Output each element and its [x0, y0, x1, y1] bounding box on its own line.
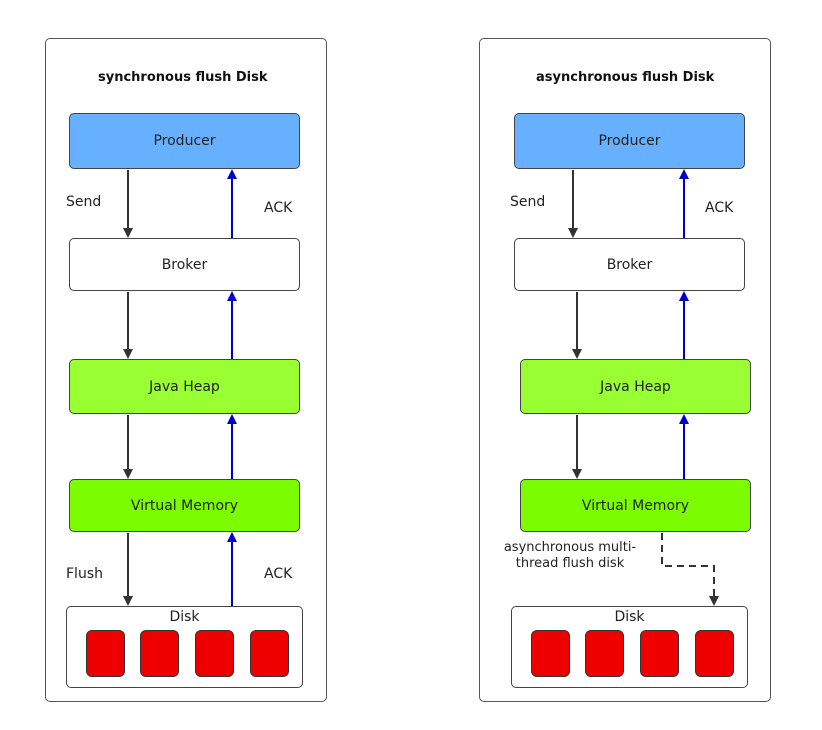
sync-ack-top-label: ACK	[264, 200, 293, 216]
sync-diagram-title: synchronous flush Disk	[98, 70, 268, 85]
sync-send-label: Send	[66, 194, 102, 210]
async-disk-block	[640, 630, 679, 677]
async-multithread-note: asynchronous multi-thread flush disk	[503, 540, 637, 571]
sync-disk-box: Disk	[66, 606, 303, 688]
async-disk-block	[695, 630, 734, 677]
sync-disk-block	[250, 630, 289, 677]
sync-java-heap-box: Java Heap	[69, 359, 300, 414]
async-disk-block	[585, 630, 624, 677]
async-disk-box: Disk	[511, 606, 748, 688]
async-producer-box: Producer	[514, 113, 745, 169]
sync-disk-block	[195, 630, 234, 677]
sync-disk-label: Disk	[169, 609, 200, 625]
async-virtual-memory-box: Virtual Memory	[520, 479, 751, 532]
sync-disk-block	[86, 630, 125, 677]
sync-ack-bottom-label: ACK	[264, 566, 293, 582]
async-flush-dashed-arrow	[661, 533, 719, 606]
sync-virtual-memory-box: Virtual Memory	[69, 479, 300, 532]
async-diagram-title: asynchronous flush Disk	[536, 70, 715, 85]
async-java-heap-box: Java Heap	[520, 359, 751, 414]
sync-flush-label: Flush	[66, 566, 103, 582]
sync-disk-block	[140, 630, 179, 677]
sync-broker-box: Broker	[69, 238, 300, 291]
async-disk-block	[531, 630, 570, 677]
async-disk-label: Disk	[614, 609, 645, 625]
async-broker-box: Broker	[514, 238, 745, 291]
async-send-label: Send	[510, 194, 546, 210]
sync-producer-box: Producer	[69, 113, 300, 169]
async-ack-top-label: ACK	[705, 200, 734, 216]
